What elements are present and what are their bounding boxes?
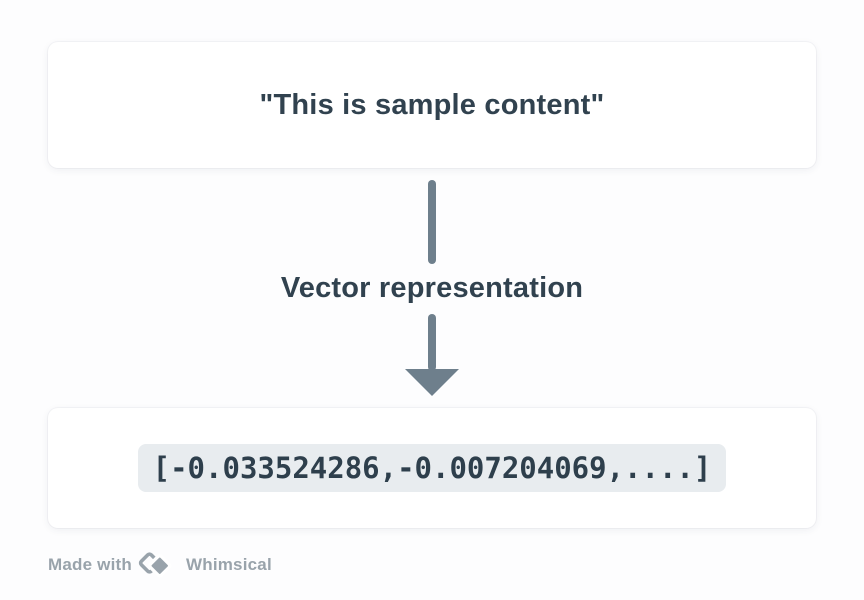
arrow-line-lower	[428, 314, 436, 371]
whimsical-logo-icon	[137, 547, 181, 583]
arrow-label: Vector representation	[280, 272, 584, 304]
made-with-label: Made with	[48, 555, 132, 574]
arrow-head-icon	[405, 369, 459, 396]
whimsical-brand-label: Whimsical	[185, 555, 272, 574]
whimsical-watermark-link[interactable]: Made with Whimsical	[48, 549, 272, 581]
vector-output-card: [-0.033524286,-0.007204069,....]	[48, 408, 816, 528]
source-content-card: "This is sample content"	[48, 42, 816, 168]
vector-value-code: [-0.033524286,-0.007204069,....]	[137, 444, 727, 492]
arrow-line-upper	[428, 180, 436, 264]
source-content-text: "This is sample content"	[259, 88, 605, 121]
